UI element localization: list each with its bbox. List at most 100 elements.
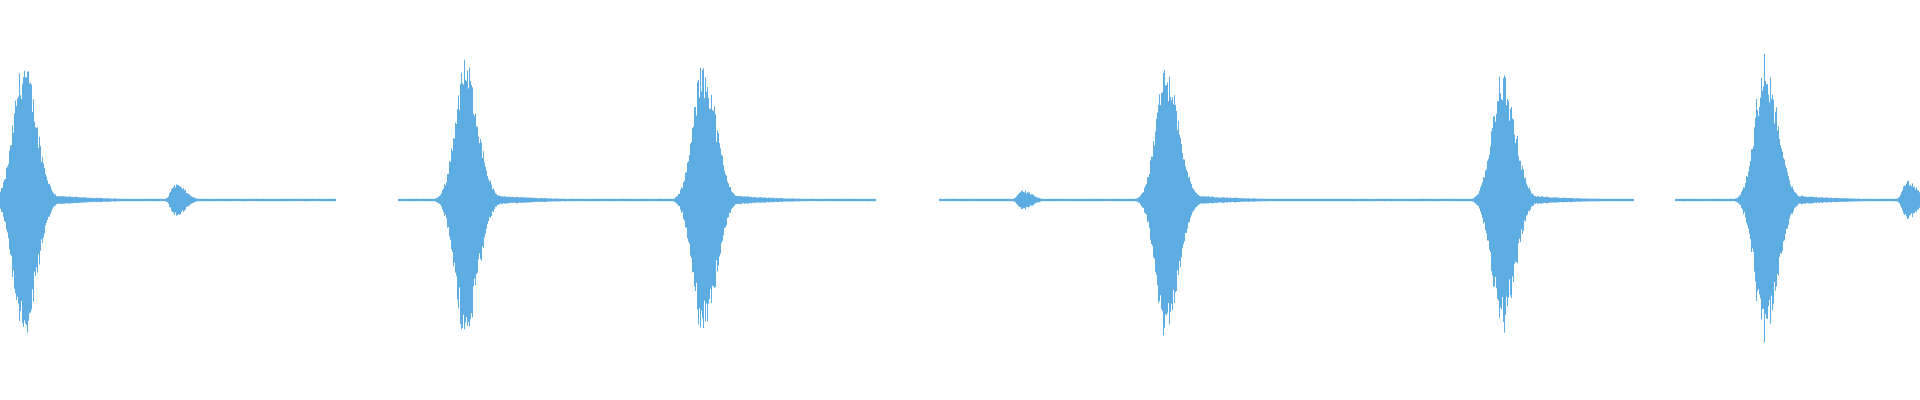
waveform-sample bbox=[1617, 198, 1618, 202]
waveform-sample bbox=[229, 198, 230, 202]
waveform-sample bbox=[513, 197, 514, 203]
waveform-sample bbox=[1756, 99, 1757, 301]
waveform-sample bbox=[1737, 197, 1738, 203]
waveform-sample bbox=[84, 197, 85, 203]
waveform-sample bbox=[1908, 180, 1909, 219]
waveform-sample bbox=[681, 187, 682, 213]
waveform-sample bbox=[184, 190, 185, 211]
waveform-sample bbox=[1274, 198, 1275, 202]
waveform-sample bbox=[1613, 198, 1614, 201]
waveform-sample bbox=[1708, 198, 1709, 202]
waveform-sample bbox=[1580, 198, 1581, 202]
waveform-sample bbox=[1698, 198, 1699, 202]
waveform-sample bbox=[1725, 198, 1726, 202]
waveform-sample bbox=[1390, 198, 1391, 202]
waveform-sample bbox=[268, 198, 269, 202]
waveform-sample bbox=[168, 196, 169, 204]
waveform-sample bbox=[445, 185, 446, 215]
waveform-sample bbox=[10, 145, 11, 255]
waveform-sample bbox=[743, 196, 744, 204]
waveform-sample bbox=[620, 198, 621, 202]
waveform-sample bbox=[1739, 195, 1740, 205]
waveform-sample bbox=[1322, 198, 1323, 202]
waveform-sample bbox=[66, 196, 67, 204]
waveform-sample bbox=[981, 198, 982, 202]
waveform-sample bbox=[1463, 198, 1464, 202]
waveform-sample bbox=[1414, 198, 1415, 202]
waveform-sample bbox=[830, 198, 831, 202]
waveform-sample bbox=[1234, 197, 1235, 203]
waveform-sample bbox=[1834, 197, 1835, 203]
waveform-sample bbox=[855, 198, 856, 202]
waveform-sample bbox=[1795, 192, 1796, 208]
waveform-sample bbox=[790, 198, 791, 202]
waveform-sample bbox=[669, 198, 670, 202]
waveform-sample bbox=[1829, 198, 1830, 202]
waveform-sample bbox=[1542, 196, 1543, 204]
waveform-sample bbox=[1466, 198, 1467, 202]
waveform-sample bbox=[631, 198, 632, 202]
waveform-sample bbox=[946, 198, 947, 202]
waveform-sample bbox=[1101, 198, 1102, 202]
waveform-sample bbox=[1307, 198, 1308, 202]
waveform-sample bbox=[502, 196, 503, 204]
waveform-sample bbox=[1147, 177, 1148, 223]
waveform-sample bbox=[1346, 198, 1347, 202]
waveform-sample bbox=[1544, 197, 1545, 203]
waveform-sample bbox=[263, 198, 264, 202]
waveform-sample bbox=[808, 198, 809, 202]
waveform-sample bbox=[1036, 197, 1037, 203]
waveform-sample bbox=[721, 154, 722, 243]
waveform-sample bbox=[794, 198, 795, 202]
waveform-sample bbox=[788, 198, 789, 202]
waveform-sample bbox=[1574, 198, 1575, 202]
waveform-sample bbox=[447, 174, 448, 228]
waveform-sample bbox=[656, 198, 657, 202]
waveform-sample bbox=[410, 198, 411, 202]
waveform-sample bbox=[1838, 198, 1839, 202]
waveform-sample bbox=[1023, 192, 1024, 208]
waveform-sample bbox=[1397, 198, 1398, 202]
waveform-sample bbox=[818, 198, 819, 202]
waveform-sample bbox=[823, 198, 824, 202]
waveform-sample bbox=[1185, 166, 1186, 233]
waveform-sample bbox=[588, 198, 589, 202]
waveform-sample bbox=[486, 170, 487, 229]
waveform-sample bbox=[58, 196, 59, 204]
waveform-sample bbox=[1606, 198, 1607, 202]
waveform-sample bbox=[694, 107, 695, 287]
waveform-sample bbox=[1207, 196, 1208, 204]
waveform-sample bbox=[1717, 198, 1718, 202]
waveform-sample bbox=[675, 197, 676, 203]
waveform-sample bbox=[1314, 198, 1315, 202]
waveform-sample bbox=[1043, 198, 1044, 202]
waveform-sample bbox=[1770, 77, 1771, 324]
waveform-sample bbox=[1272, 198, 1273, 202]
waveform-sample bbox=[458, 95, 459, 309]
waveform-sample bbox=[1589, 198, 1590, 202]
waveform-sample bbox=[1247, 198, 1248, 202]
waveform-sample bbox=[443, 188, 444, 212]
waveform-sample bbox=[813, 198, 814, 202]
waveform-sample bbox=[88, 197, 89, 203]
waveform-sample bbox=[404, 198, 405, 202]
waveform-sample bbox=[1734, 198, 1735, 202]
waveform-sample bbox=[958, 198, 959, 202]
waveform-sample bbox=[117, 198, 118, 202]
waveform-sample bbox=[1858, 198, 1859, 202]
waveform-sample bbox=[1702, 198, 1703, 202]
waveform-sample bbox=[1586, 198, 1587, 202]
waveform-sample bbox=[1264, 198, 1265, 202]
waveform-sample bbox=[1142, 192, 1143, 208]
waveform-sample bbox=[512, 196, 513, 204]
waveform-sample bbox=[1240, 198, 1241, 202]
waveform-sample bbox=[324, 198, 325, 202]
waveform-sample bbox=[1309, 198, 1310, 202]
waveform-sample bbox=[269, 198, 270, 202]
waveform-sample bbox=[691, 142, 692, 259]
waveform-sample bbox=[543, 198, 544, 202]
waveform-sample bbox=[279, 198, 280, 202]
waveform-sample bbox=[1468, 198, 1469, 202]
